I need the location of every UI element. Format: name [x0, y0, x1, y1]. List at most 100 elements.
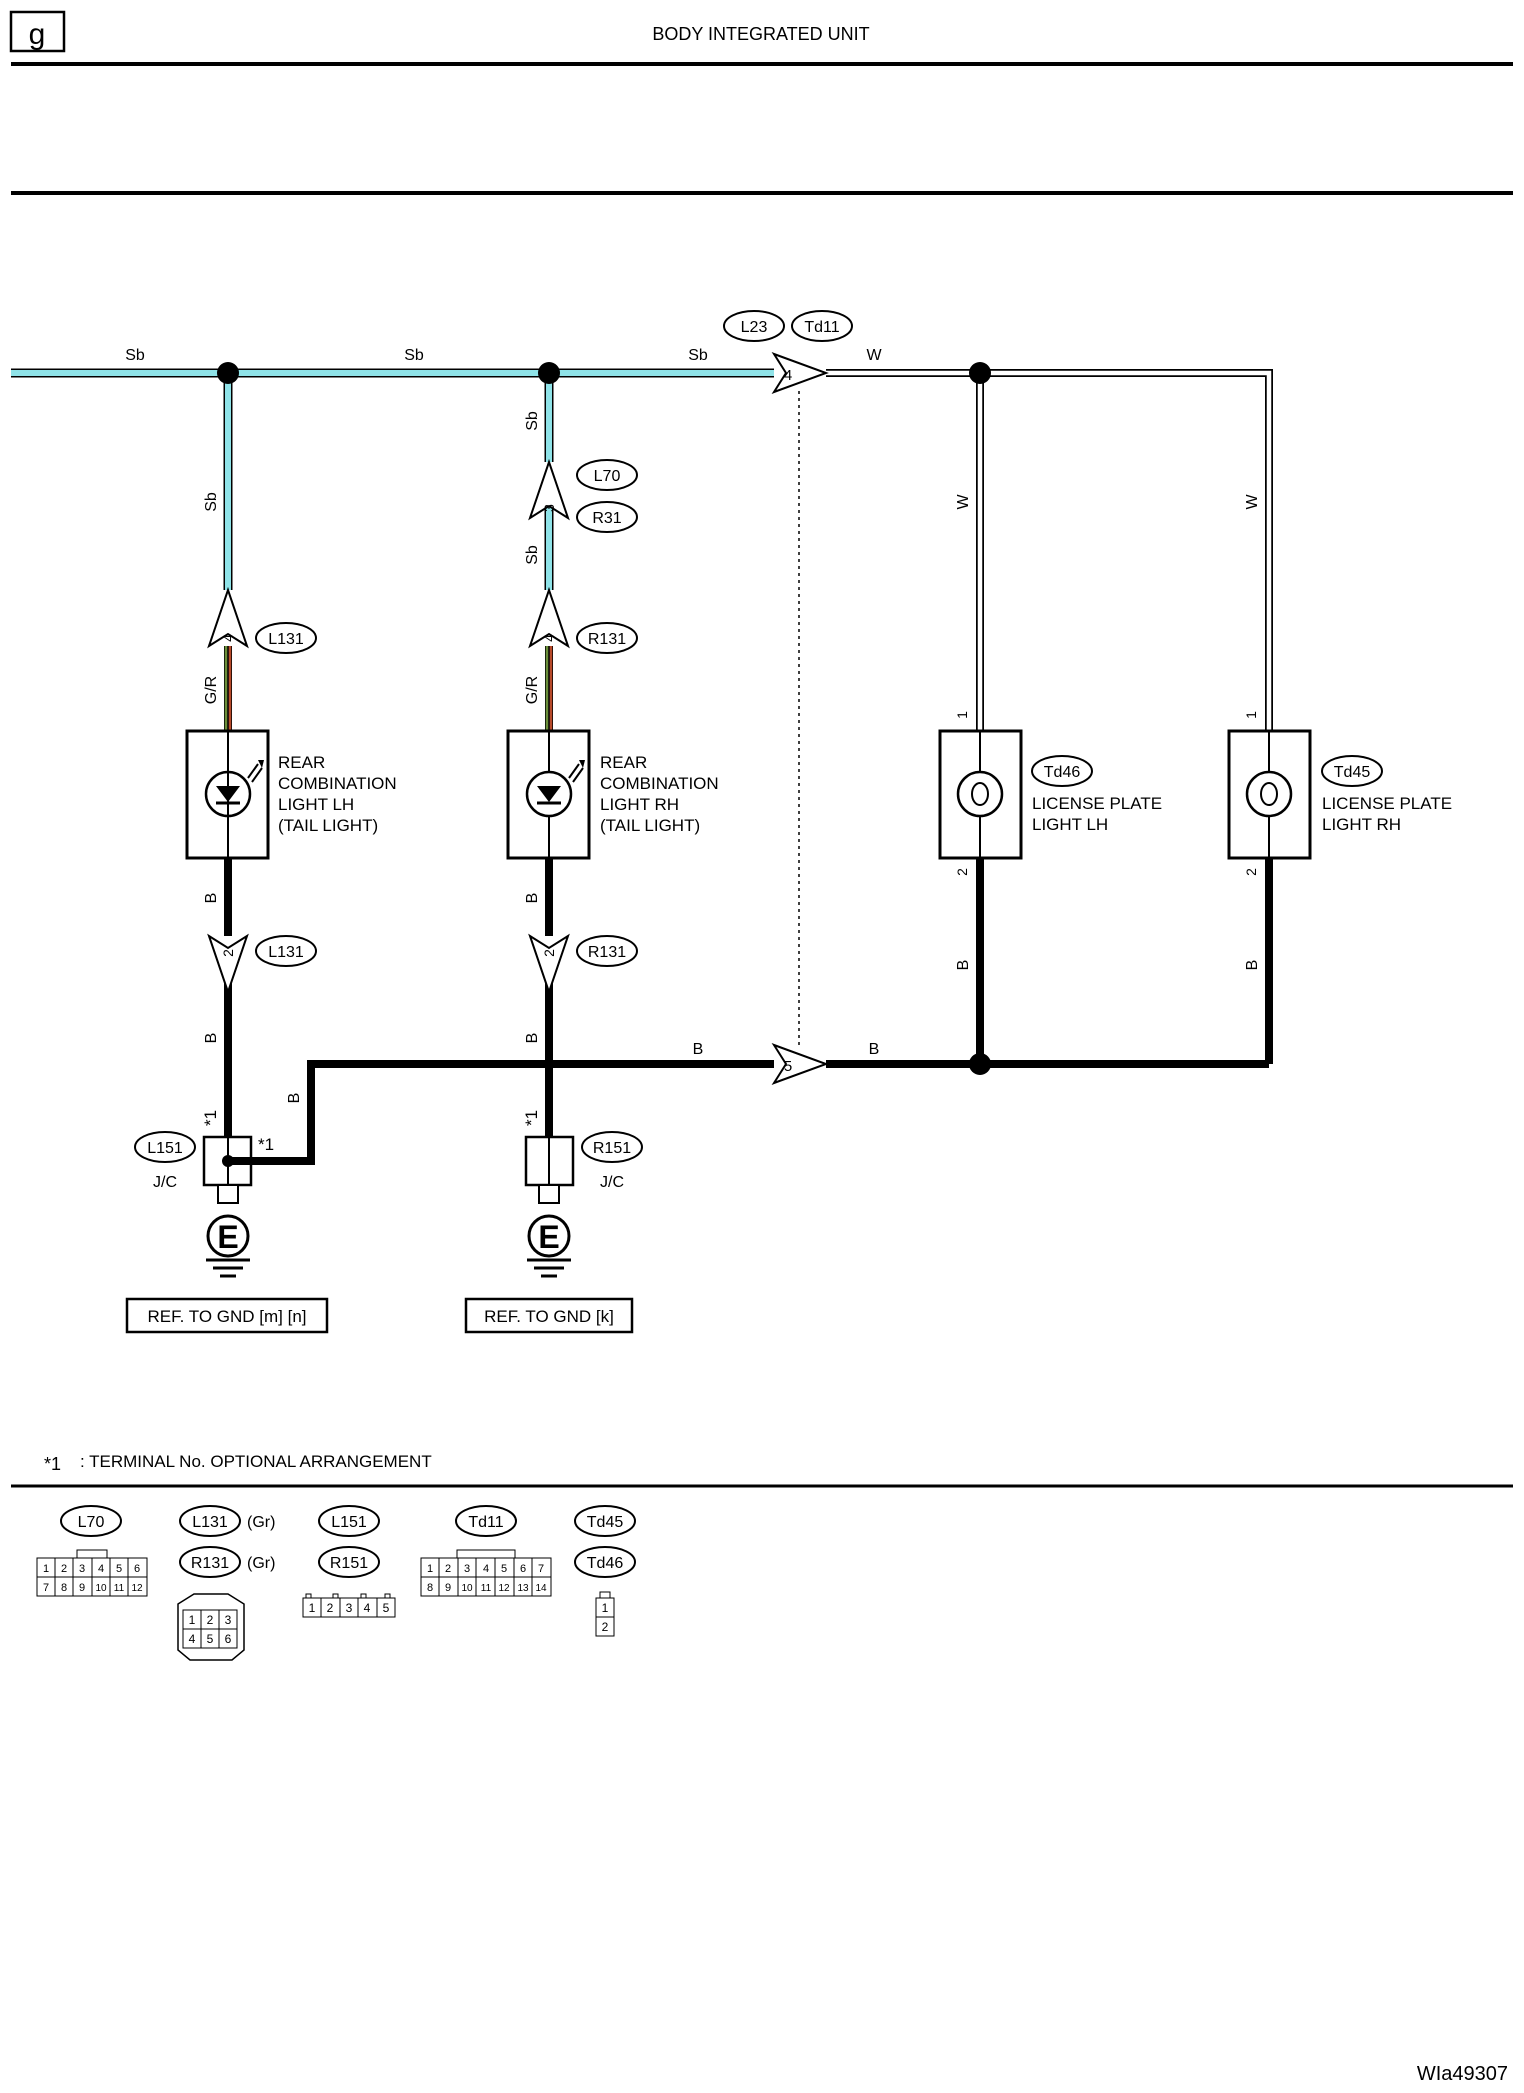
svg-text:4: 4: [483, 1563, 489, 1575]
ground-symbol-l151: E: [206, 1214, 250, 1278]
svg-text:B: B: [693, 1041, 704, 1058]
license-plate-light-rh-label: LICENSE PLATE LIGHT RH: [1322, 794, 1452, 834]
svg-text:LICENSE PLATE: LICENSE PLATE: [1032, 794, 1162, 813]
connector-arrow-l131-pin2: 2: [207, 933, 249, 996]
svg-text:L131: L131: [192, 1514, 228, 1531]
svg-text:Td11: Td11: [804, 319, 839, 336]
license-plate-light-lh: [938, 729, 1023, 860]
svg-text:3: 3: [346, 1601, 353, 1615]
wire-labels: Sb Sb Sb W B B Sb Sb Sb G/R G/R B B B B …: [125, 347, 1261, 1103]
page-title: BODY INTEGRATED UNIT: [652, 24, 869, 44]
svg-text:3: 3: [541, 504, 557, 512]
svg-text:3: 3: [79, 1563, 85, 1575]
svg-text:2: 2: [445, 1563, 451, 1575]
svg-text:R131: R131: [191, 1555, 229, 1572]
svg-text:4: 4: [189, 1632, 196, 1646]
svg-text:7: 7: [43, 1582, 49, 1594]
license-plate-light-rh: [1227, 729, 1312, 860]
svg-text:COMBINATION: COMBINATION: [600, 774, 719, 793]
svg-text:R31: R31: [592, 510, 621, 527]
svg-text:L151: L151: [331, 1514, 367, 1531]
svg-text:4: 4: [541, 634, 557, 642]
svg-text:4: 4: [98, 1563, 104, 1575]
svg-text:1: 1: [189, 1613, 196, 1627]
svg-text:R151: R151: [330, 1555, 368, 1572]
footnote-mark: *1: [44, 1454, 61, 1474]
svg-text:Sb: Sb: [125, 347, 145, 364]
svg-text:L70: L70: [78, 1514, 105, 1531]
document-code: WIa49307: [1417, 2063, 1508, 2085]
svg-text:12: 12: [498, 1583, 510, 1594]
svg-text:2: 2: [220, 949, 236, 957]
svg-text:6: 6: [520, 1563, 526, 1575]
svg-text:B: B: [286, 1093, 303, 1104]
connector-arrow-r131-pin2: 2: [528, 933, 570, 996]
jc-label-l151: J/C: [153, 1174, 177, 1191]
svg-text:Td45: Td45: [1334, 764, 1371, 781]
svg-text:4: 4: [784, 367, 792, 384]
pinout-l70: L70 1 2 3 4 5 6 7 8 9 10 11 12: [36, 1505, 148, 1597]
note-mark-r151-top: *1: [522, 1110, 541, 1126]
svg-text:5: 5: [784, 1058, 792, 1075]
pinout-td11: Td11 1 2 3 4 5 6 7 8 9 10 11 12 13 14: [420, 1505, 552, 1597]
svg-text:LIGHT LH: LIGHT LH: [278, 795, 354, 814]
svg-text:LIGHT RH: LIGHT RH: [1322, 815, 1401, 834]
svg-text:Td46: Td46: [587, 1555, 624, 1572]
svg-text:(TAIL LIGHT): (TAIL LIGHT): [600, 816, 700, 835]
svg-text:5: 5: [383, 1601, 390, 1615]
connector-oval-td11: Td11: [791, 310, 853, 342]
svg-text:L23: L23: [741, 319, 768, 336]
svg-text:LIGHT LH: LIGHT LH: [1032, 815, 1108, 834]
svg-text:4: 4: [220, 634, 236, 642]
connector-arrow-r131-pin4: 4: [528, 586, 570, 649]
svg-text:R131: R131: [588, 631, 626, 648]
ground-symbol-r151: E: [527, 1214, 571, 1278]
svg-text:LICENSE PLATE: LICENSE PLATE: [1322, 794, 1452, 813]
connector-arrow-l70-pin3: 3: [528, 458, 570, 521]
svg-text:LIGHT RH: LIGHT RH: [600, 795, 679, 814]
svg-text:1: 1: [427, 1563, 433, 1575]
rear-combination-light-rh-label: REAR COMBINATION LIGHT RH (TAIL LIGHT): [600, 753, 719, 835]
ref-to-gnd-k[interactable]: REF. TO GND [k]: [464, 1297, 634, 1334]
svg-text:2: 2: [602, 1620, 609, 1634]
svg-text:Sb: Sb: [404, 347, 424, 364]
connector-oval-r131-top: R131: [576, 622, 638, 654]
b-wires: [224, 858, 1273, 1165]
svg-text:(Gr): (Gr): [247, 1555, 275, 1572]
connector-oval-r31: R31: [576, 501, 638, 533]
page-letter-box: [9, 10, 66, 53]
svg-text:3: 3: [464, 1563, 470, 1575]
rear-combination-light-rh: [506, 729, 591, 860]
connector-oval-l151: L151: [134, 1131, 196, 1163]
connector-arrow-td11-pin5: 5: [771, 1043, 829, 1085]
pinout-td45-td46: Td45 Td46 1 2: [574, 1505, 636, 1637]
svg-text:W: W: [955, 494, 972, 510]
rear-combination-light-lh-label: REAR COMBINATION LIGHT LH (TAIL LIGHT): [278, 753, 397, 835]
svg-text:4: 4: [364, 1601, 371, 1615]
svg-text:Sb: Sb: [688, 347, 708, 364]
splice-points: [217, 362, 991, 1075]
joint-connector-r151: [524, 1135, 575, 1204]
gr-wires: [224, 646, 553, 731]
svg-text:9: 9: [445, 1582, 451, 1594]
svg-text:B: B: [869, 1041, 880, 1058]
note-mark-l151-top: *1: [201, 1110, 220, 1126]
svg-text:COMBINATION: COMBINATION: [278, 774, 397, 793]
svg-text:13: 13: [517, 1583, 529, 1594]
license-lh-pin2: 2: [954, 868, 970, 876]
svg-text:E: E: [538, 1219, 559, 1255]
svg-text:3: 3: [225, 1613, 232, 1627]
svg-text:G/R: G/R: [524, 676, 541, 704]
ref-to-gnd-mn[interactable]: REF. TO GND [m] [n]: [125, 1297, 329, 1334]
svg-text:2: 2: [61, 1563, 67, 1575]
svg-text:Td11: Td11: [468, 1514, 503, 1531]
license-rh-pin2: 2: [1243, 868, 1259, 876]
svg-text:(TAIL LIGHT): (TAIL LIGHT): [278, 816, 378, 835]
svg-text:B: B: [203, 1033, 220, 1044]
sb-bus: [11, 368, 774, 590]
pinout-l151-r151: L151 R151 1 2 3 4 5: [302, 1505, 396, 1618]
license-lh-pin1: 1: [954, 711, 970, 719]
svg-text:L131: L131: [268, 944, 304, 961]
svg-text:G/R: G/R: [203, 676, 220, 704]
svg-text:6: 6: [134, 1563, 140, 1575]
